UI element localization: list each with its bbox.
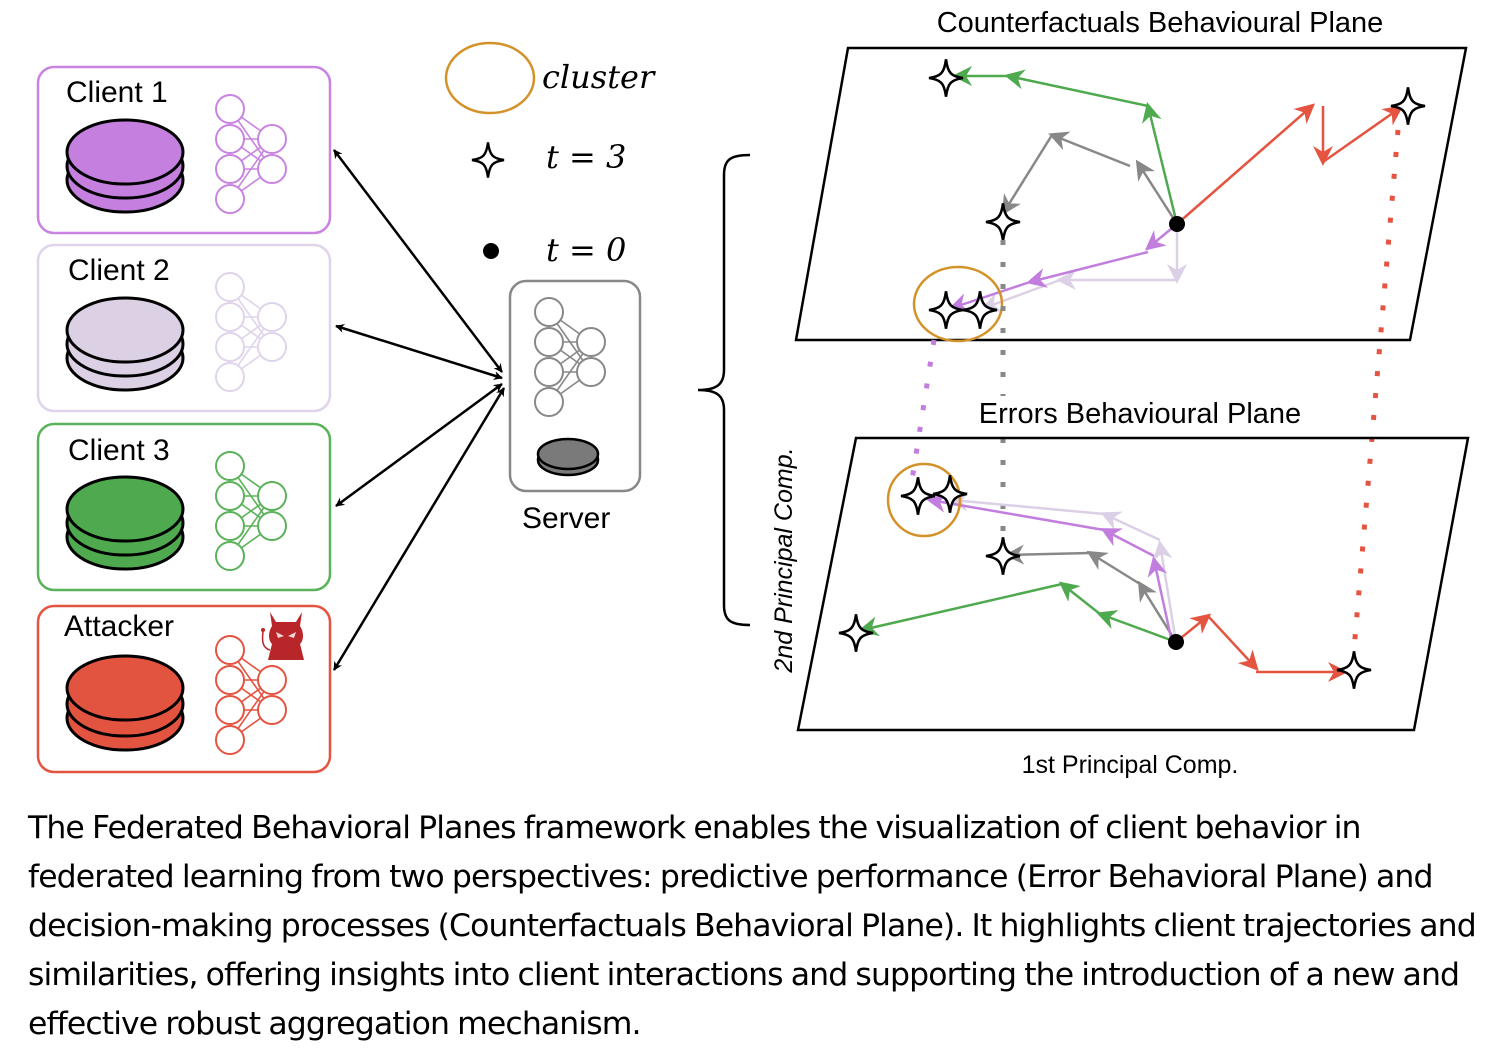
trajectory-attacker [1175,613,1348,682]
database-icon [536,437,600,477]
attacker-card: Attacker [36,604,332,774]
end-point-t3 [837,474,1373,690]
database-icon [65,654,185,752]
counterfactuals-plane: Counterfactuals Behavioural Plane [794,7,1468,343]
cluster-legend-label: cluster [542,58,656,96]
start-point-t0 [1169,216,1185,232]
dot-legend-icon [483,243,499,259]
attacker-label: Attacker [64,610,174,643]
cluster-legend-icon [444,41,536,115]
curly-brace [697,153,751,627]
client-3-card: Client 3 [36,422,332,592]
star-legend-label: t = 3 [546,138,626,176]
start-point-t0 [1168,634,1184,650]
arrow-client-3 [335,382,503,508]
server-label: Server [522,502,610,535]
errors-plane: Errors Behavioural Plane [770,396,1470,779]
federated-behavioral-planes-diagram: Client 1 Client 2 Client 3 Attacker [36,7,1470,779]
arrow-client-2 [335,324,503,380]
client-1-card: Client 1 [36,65,332,235]
client-3-label: Client 3 [68,434,170,467]
client-2-label: Client 2 [68,254,170,287]
database-icon [65,475,185,571]
counterfactuals-plane-surface [794,46,1468,342]
star-legend-icon [470,141,506,179]
figure-caption: The Federated Behavioral Planes framewor… [28,810,1477,1042]
errors-plane-title: Errors Behavioural Plane [979,398,1301,430]
client-1-label: Client 1 [66,76,168,109]
arrow-attacker [332,387,506,671]
dot-legend-label: t = 0 [546,231,626,269]
trajectory-gray [1004,544,1178,643]
x-axis-label: 1st Principal Comp. [1022,751,1239,779]
devil-icon [261,612,304,660]
cluster-ring [886,462,962,538]
trajectory-client-3 [858,581,1177,644]
trajectory-gray [1001,131,1179,225]
connector-client-1 [909,339,937,481]
cluster-ring [912,265,1004,343]
trajectory-client-1 [926,492,1174,643]
client-server-arrows [332,149,506,671]
database-icon [65,296,185,392]
server-card: Server [508,279,642,535]
trajectory-attacker [1176,103,1404,225]
trajectory-client-2 [948,491,1178,643]
legend: cluster t = 3 t = 0 [444,41,656,269]
errors-plane-surface [796,436,1470,732]
y-axis-label: 2nd Principal Comp. [770,447,798,673]
trajectory-client-3 [952,66,1179,225]
plane-connectors [909,129,1401,651]
counterfactuals-plane-title: Counterfactuals Behavioural Plane [937,7,1384,39]
database-icon [65,118,185,214]
arrow-client-1 [333,149,503,373]
client-2-card: Client 2 [36,243,332,413]
